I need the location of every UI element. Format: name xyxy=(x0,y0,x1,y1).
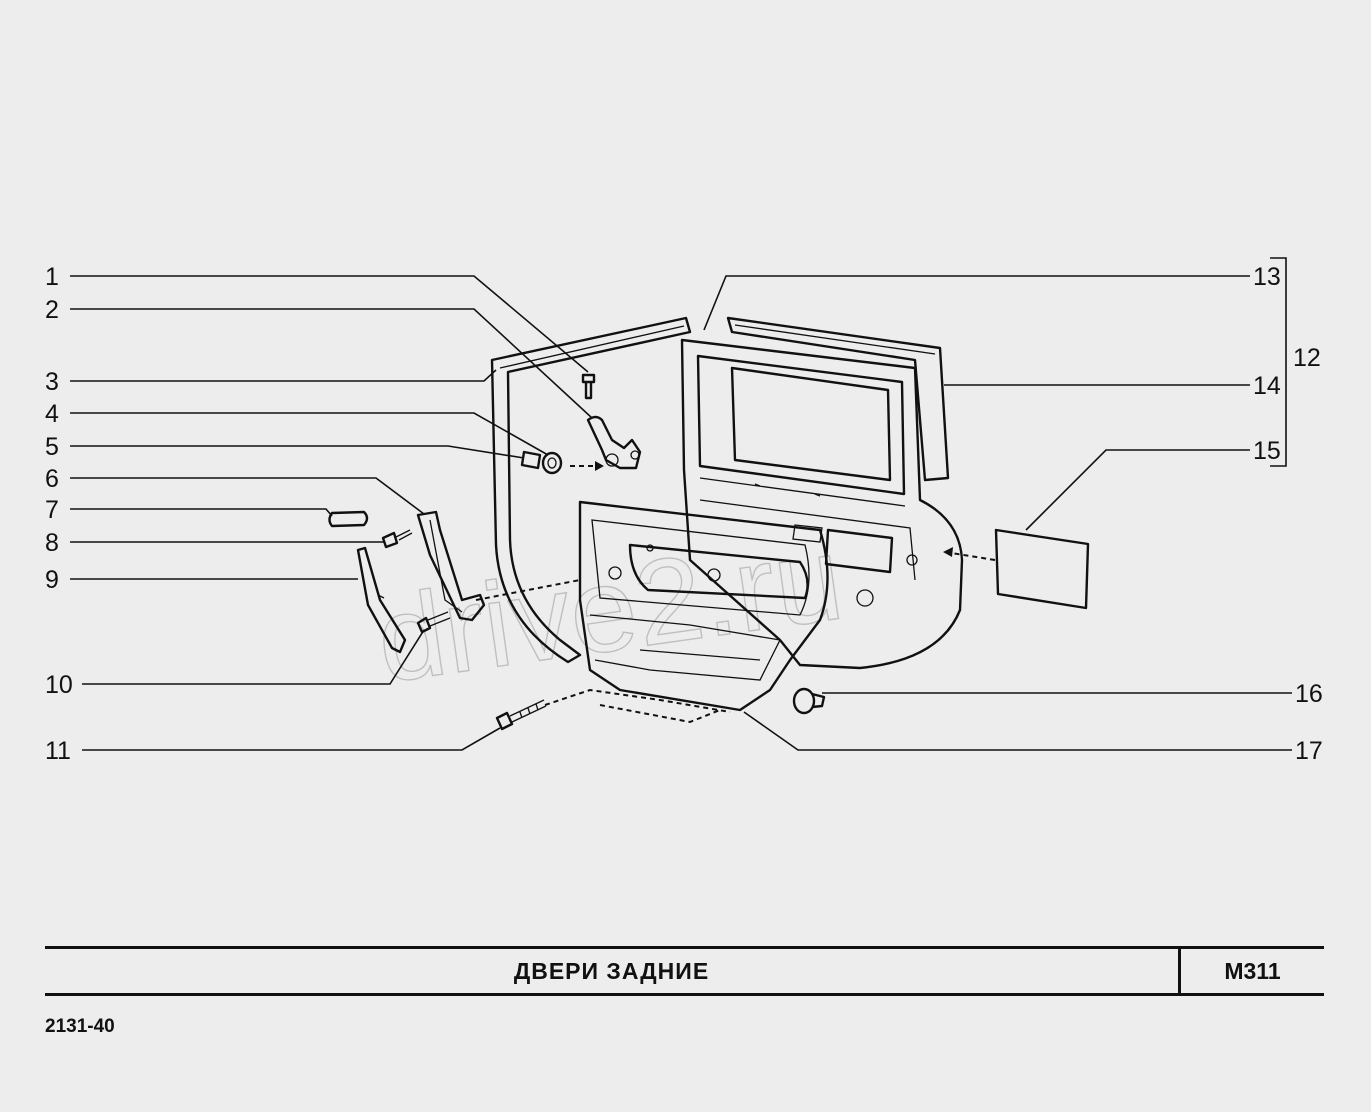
callout-3: 3 xyxy=(45,368,59,396)
plug xyxy=(328,510,369,528)
callout-11: 11 xyxy=(45,737,71,765)
callout-17: 17 xyxy=(1295,737,1323,765)
callout-6: 6 xyxy=(45,465,59,493)
handle-trim xyxy=(356,546,407,654)
callout-2: 2 xyxy=(45,296,59,324)
screw-10 xyxy=(416,611,451,634)
screw-8 xyxy=(381,529,413,549)
trim-clip xyxy=(792,687,826,715)
bolt xyxy=(581,373,596,400)
callout-9: 9 xyxy=(45,566,59,594)
title-block: ДВЕРИ ЗАДНИЕ M311 xyxy=(45,946,1324,996)
callout-13: 13 xyxy=(1253,263,1281,291)
callout-12: 12 xyxy=(1293,344,1321,372)
page-title: ДВЕРИ ЗАДНИЕ xyxy=(513,958,710,984)
hinge-bolt xyxy=(520,450,542,470)
mount-line-b xyxy=(544,688,731,713)
armrest-handle xyxy=(416,510,486,622)
callout-5: 5 xyxy=(45,433,59,461)
door-plate xyxy=(994,528,1090,610)
callout-8: 8 xyxy=(45,529,59,557)
screw-11 xyxy=(495,699,547,731)
callout-4: 4 xyxy=(45,400,59,428)
callout-7: 7 xyxy=(45,496,59,524)
title-divider xyxy=(1178,949,1181,993)
model-code: 2131-40 xyxy=(45,1016,115,1037)
leader-lines xyxy=(70,257,1292,751)
mount-line-c xyxy=(599,704,721,724)
section-code: M311 xyxy=(1224,958,1281,984)
callout-1: 1 xyxy=(45,263,59,291)
door-inner-panel xyxy=(680,338,964,670)
callout-14: 14 xyxy=(1253,372,1281,400)
window-seal xyxy=(726,316,950,482)
bushing xyxy=(541,451,563,475)
callout-10: 10 xyxy=(45,671,73,699)
door-check xyxy=(586,415,642,470)
door-trim-panel xyxy=(578,500,829,712)
callout-16: 16 xyxy=(1295,680,1323,708)
callout-15: 15 xyxy=(1253,437,1281,465)
plate-arrow xyxy=(944,551,996,561)
